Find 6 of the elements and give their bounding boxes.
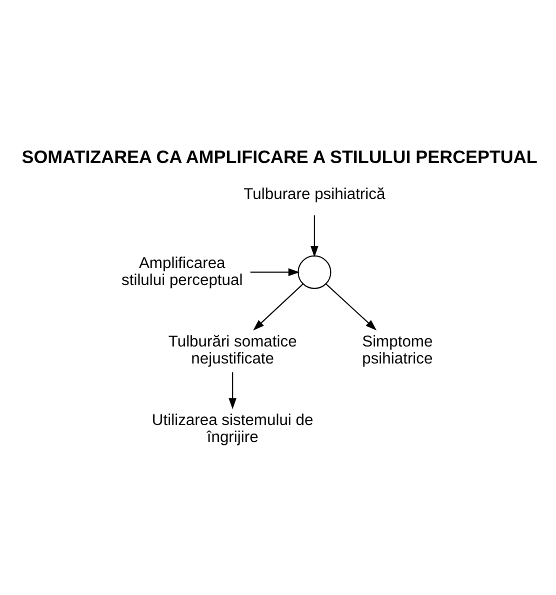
diagram-title: SOMATIZAREA CA AMPLIFICARE A STILULUI PERCEPTUAL xyxy=(22,146,538,167)
node-text: Simptome psihiatrice xyxy=(362,332,433,367)
node-text: Utilizarea sistemului de îngrijire xyxy=(152,411,314,446)
node-text: Tulburare psihiatrică xyxy=(244,185,386,202)
node-text: Amplificarea stilului perceptual xyxy=(122,254,243,288)
node-text: Tulburări somatice nejustificate xyxy=(168,332,297,367)
